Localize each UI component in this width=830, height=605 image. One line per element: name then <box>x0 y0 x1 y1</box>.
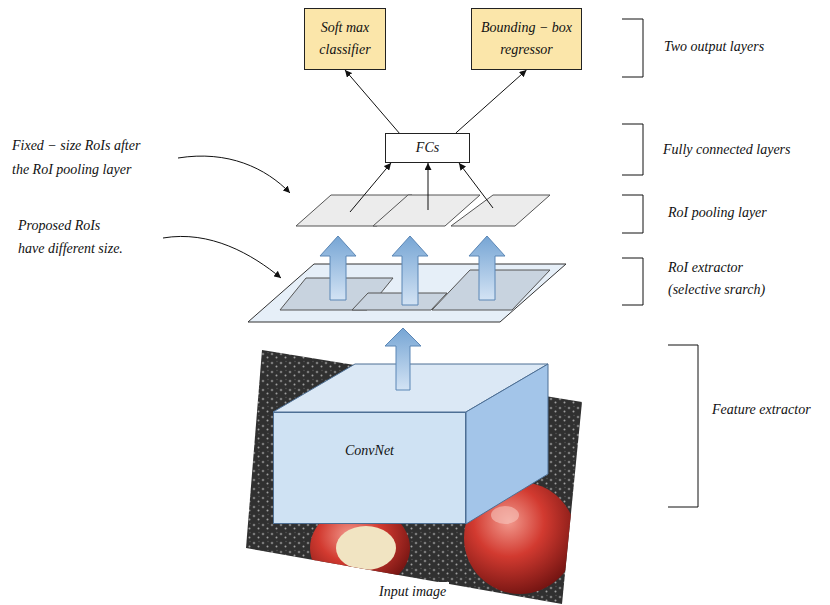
pooling-arrow <box>320 236 356 300</box>
callout-note: Proposed RoIs have different size. <box>18 214 123 260</box>
pool-to-fc-arrow <box>350 163 391 212</box>
connector-arrow <box>345 70 399 133</box>
layer-label: RoI pooling layer <box>668 202 767 224</box>
convnet-side-face <box>466 364 548 524</box>
apple-cut-face <box>336 526 396 570</box>
output-box: Soft max classifier <box>304 8 386 70</box>
pool-to-fc-arrow <box>428 163 429 210</box>
pool-to-fc-arrow <box>459 163 493 208</box>
bracket <box>622 195 643 233</box>
connector-arrow <box>456 70 527 133</box>
process-box: FCs <box>385 133 470 163</box>
pooling-arrow <box>469 236 505 300</box>
apple-highlight <box>491 506 519 524</box>
layer-label: RoI extractor (selective srarch) <box>668 257 765 301</box>
bracket <box>622 19 643 77</box>
node-text: Soft max classifier <box>319 17 370 61</box>
photo-background <box>246 350 582 604</box>
layer-label: Feature extractor <box>712 399 811 421</box>
output-box: Bounding − box regressor <box>471 8 582 70</box>
caption-label: Input image <box>376 582 449 602</box>
pooled-roi <box>451 195 550 226</box>
layer-label: Fully connected layers <box>663 139 791 161</box>
node-text: Bounding − box regressor <box>481 17 572 61</box>
feature-arrow <box>385 328 421 390</box>
input-photo <box>246 350 582 604</box>
node-text: ConvNet <box>345 440 394 462</box>
convnet-box: ConvNet <box>273 412 466 524</box>
layer-label: Two output layers <box>664 36 764 58</box>
roi-region <box>352 293 447 310</box>
bracket <box>668 345 698 507</box>
node-text: FCs <box>416 137 439 159</box>
pooling-arrow <box>392 236 428 305</box>
bracket <box>622 124 643 175</box>
callout-arrow <box>178 156 290 193</box>
bracket <box>622 258 643 305</box>
callout-arrow <box>163 236 281 278</box>
callout-note: Fixed − size RoIs after the RoI pooling … <box>12 134 140 182</box>
